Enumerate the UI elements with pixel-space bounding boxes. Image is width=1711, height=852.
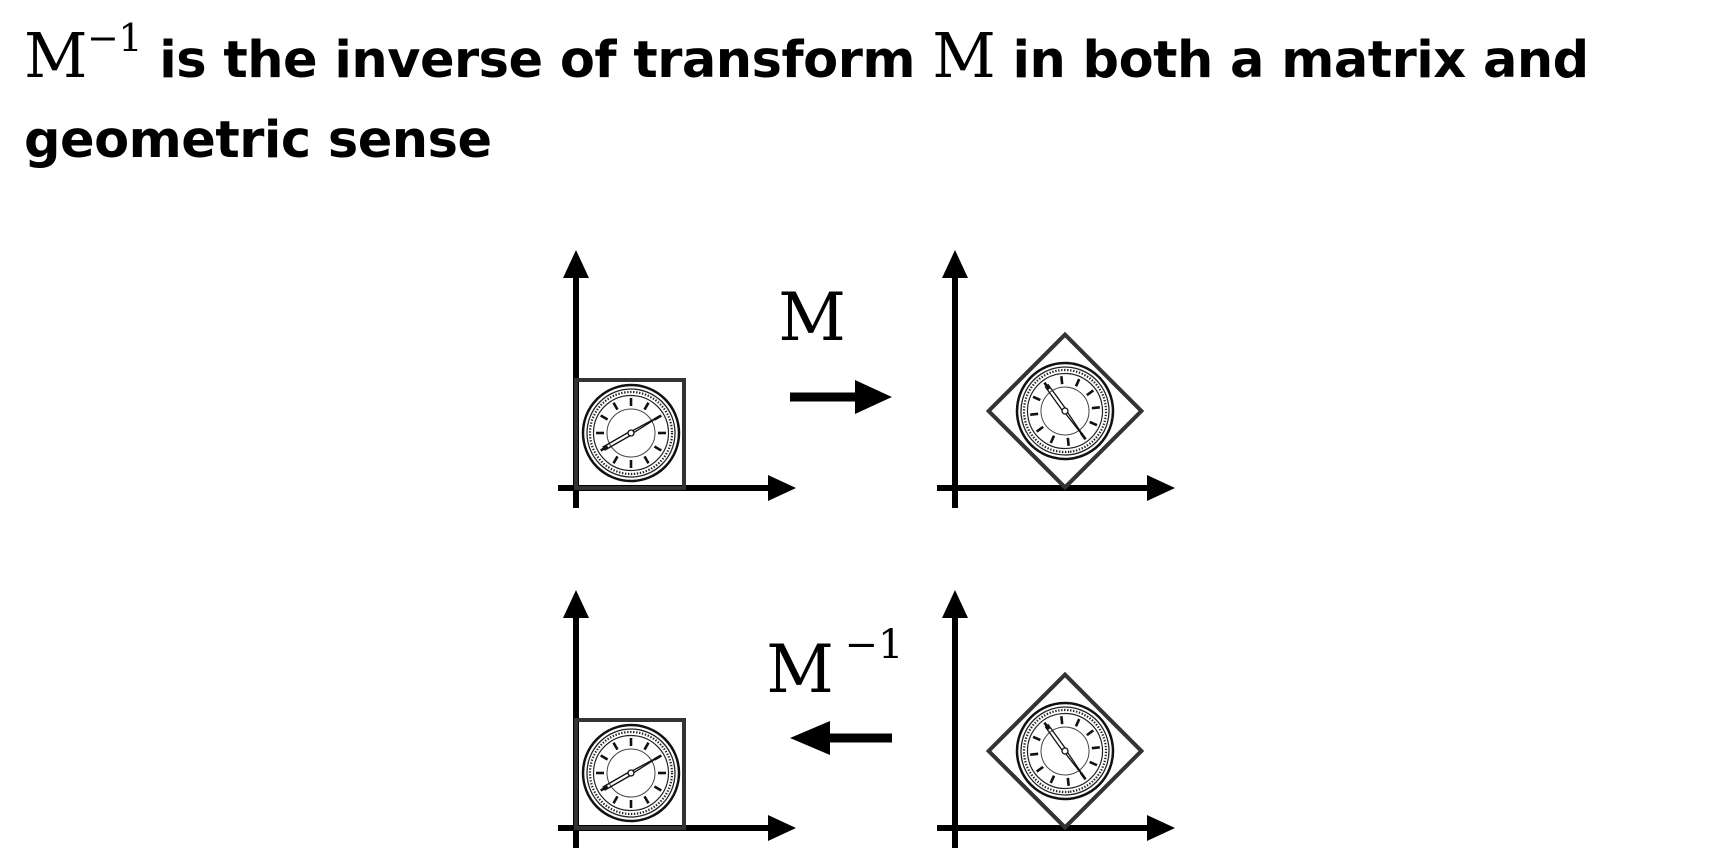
rotated-square-panel-top bbox=[937, 250, 1175, 508]
m-inverse-exponent: −1 bbox=[86, 16, 143, 60]
title-text-part2: in both a matrix and geometric sense bbox=[24, 31, 1589, 170]
m-inverse-base: M bbox=[24, 19, 87, 92]
inverse-transform-label: M −1 bbox=[766, 622, 903, 708]
m-inverse-symbol: M−1 bbox=[24, 16, 143, 92]
arrow-right-icon bbox=[790, 380, 892, 414]
original-square-panel-bottom bbox=[558, 590, 796, 848]
rotated-square-panel-bottom bbox=[937, 590, 1175, 848]
m-symbol: M bbox=[932, 19, 996, 92]
original-square-panel-top bbox=[558, 250, 796, 508]
forward-transform-label: M bbox=[778, 279, 846, 356]
svg-text:−1: −1 bbox=[845, 622, 904, 668]
arrow-left-icon bbox=[790, 721, 892, 755]
slide-title: M−1 is the inverse of transform M in bot… bbox=[24, 16, 1704, 181]
svg-text:M: M bbox=[766, 631, 834, 708]
title-text-part1: is the inverse of transform bbox=[159, 31, 915, 90]
